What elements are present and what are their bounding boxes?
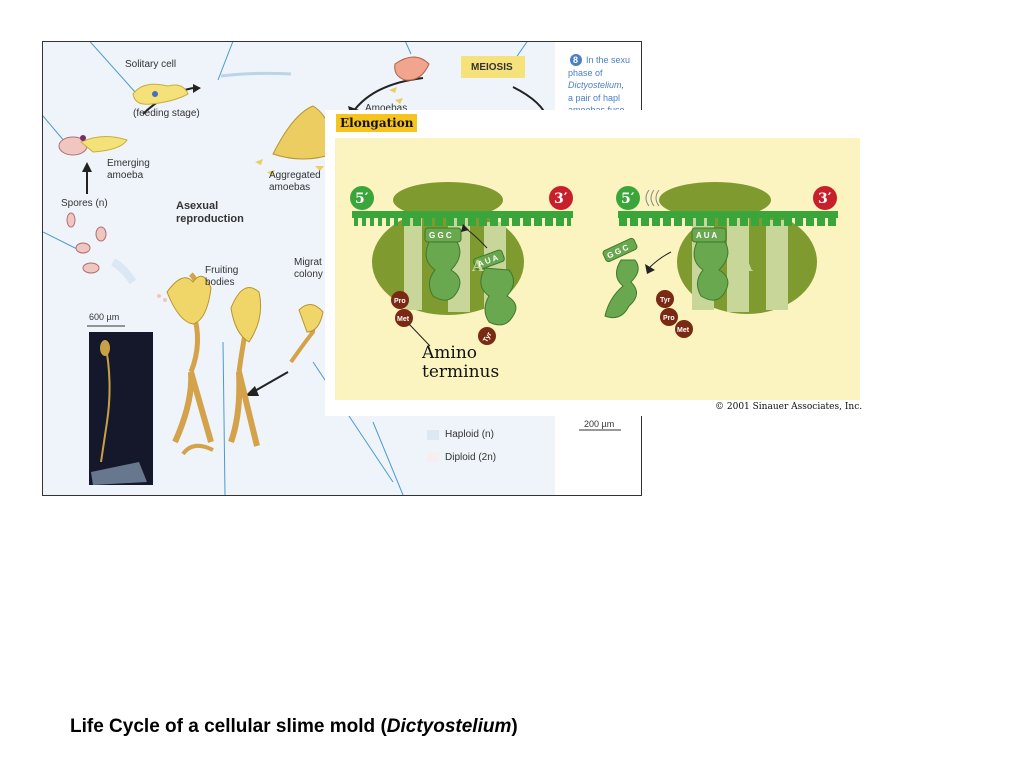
three-prime-left: 3′ bbox=[554, 191, 568, 207]
aua-codon-right: A U A bbox=[696, 231, 717, 240]
amino-terminus-label: Amino terminus bbox=[422, 344, 499, 382]
scale-600-label: 600 µm bbox=[89, 312, 120, 322]
five-prime-left: 5′ bbox=[355, 191, 369, 207]
a-site-label-right: A bbox=[740, 257, 753, 275]
asexual-label-2: reproduction bbox=[176, 213, 244, 225]
ggc-codon-left: G G C bbox=[429, 231, 452, 240]
copyright-notice: © 2001 Sinauer Associates, Inc. bbox=[715, 402, 863, 412]
caption-italic-genus: Dictyostelium bbox=[386, 716, 512, 737]
amino-label-line-1: Amino bbox=[422, 343, 478, 363]
side-text-3: Dictyostelium, bbox=[568, 80, 625, 90]
step-number-badge: 8 bbox=[573, 55, 579, 65]
side-text-2: phase of bbox=[568, 68, 603, 78]
ggc-codon-right: G G C bbox=[606, 243, 631, 261]
side-text-1: In the sexu bbox=[586, 55, 631, 65]
tyr-label-left: Tyr bbox=[482, 331, 493, 344]
pro-label-right: Pro bbox=[663, 315, 675, 322]
aggregated-label-2: amoebas bbox=[269, 182, 311, 193]
caption-end: ) bbox=[511, 716, 518, 737]
elongation-title: Elongation bbox=[336, 114, 418, 132]
emerging-amoeba-label-2: amoeba bbox=[107, 170, 144, 181]
three-prime-right: 3′ bbox=[818, 191, 832, 207]
aua-codon-left: A U A bbox=[476, 253, 499, 269]
a-site-label-left: A bbox=[471, 257, 484, 275]
migrating-label-2: colony bbox=[294, 269, 323, 280]
spores-label: Spores (n) bbox=[61, 198, 108, 209]
side-text-4: a pair of hapl bbox=[568, 93, 621, 103]
solitary-cell-label: Solitary cell bbox=[125, 59, 177, 70]
meiosis-label: MEIOSIS bbox=[471, 62, 513, 73]
elongation-labels: 5′ 3′ 5′ 3′ A A G G C A U A A U A G G C … bbox=[355, 191, 832, 344]
five-prime-right: 5′ bbox=[621, 191, 635, 207]
pro-label-left: Pro bbox=[394, 298, 406, 305]
feeding-stage-label: (feeding stage) bbox=[133, 108, 200, 119]
emerging-amoeba-label-1: Emerging bbox=[107, 158, 150, 169]
scale-200-label: 200 µm bbox=[584, 419, 615, 429]
met-label-right: Met bbox=[677, 327, 690, 334]
haploid-legend: Haploid (n) bbox=[445, 429, 494, 440]
caption-main: Life Cycle of a cellular slime mold ( bbox=[70, 716, 387, 737]
met-label-left: Met bbox=[397, 316, 410, 323]
slide-caption: Life Cycle of a cellular slime mold (Dic… bbox=[70, 716, 518, 738]
amino-label-line-2: terminus bbox=[422, 362, 500, 382]
fruiting-label-1: Fruiting bbox=[205, 265, 239, 276]
aggregated-label-1: Aggregated bbox=[269, 170, 321, 181]
fruiting-label-2: bodies bbox=[205, 277, 235, 288]
tyr-label-right: Tyr bbox=[660, 297, 671, 304]
migrating-label-1: Migrat bbox=[294, 257, 322, 268]
elongation-figure: 5′ 3′ 5′ 3′ A A G G C A U A A U A G G C … bbox=[325, 110, 870, 416]
amoebas-label: Amoebas bbox=[365, 103, 408, 114]
elongation-artwork bbox=[335, 138, 860, 400]
asexual-label-1: Asexual bbox=[176, 200, 219, 212]
diploid-legend: Diploid (2n) bbox=[445, 452, 497, 463]
